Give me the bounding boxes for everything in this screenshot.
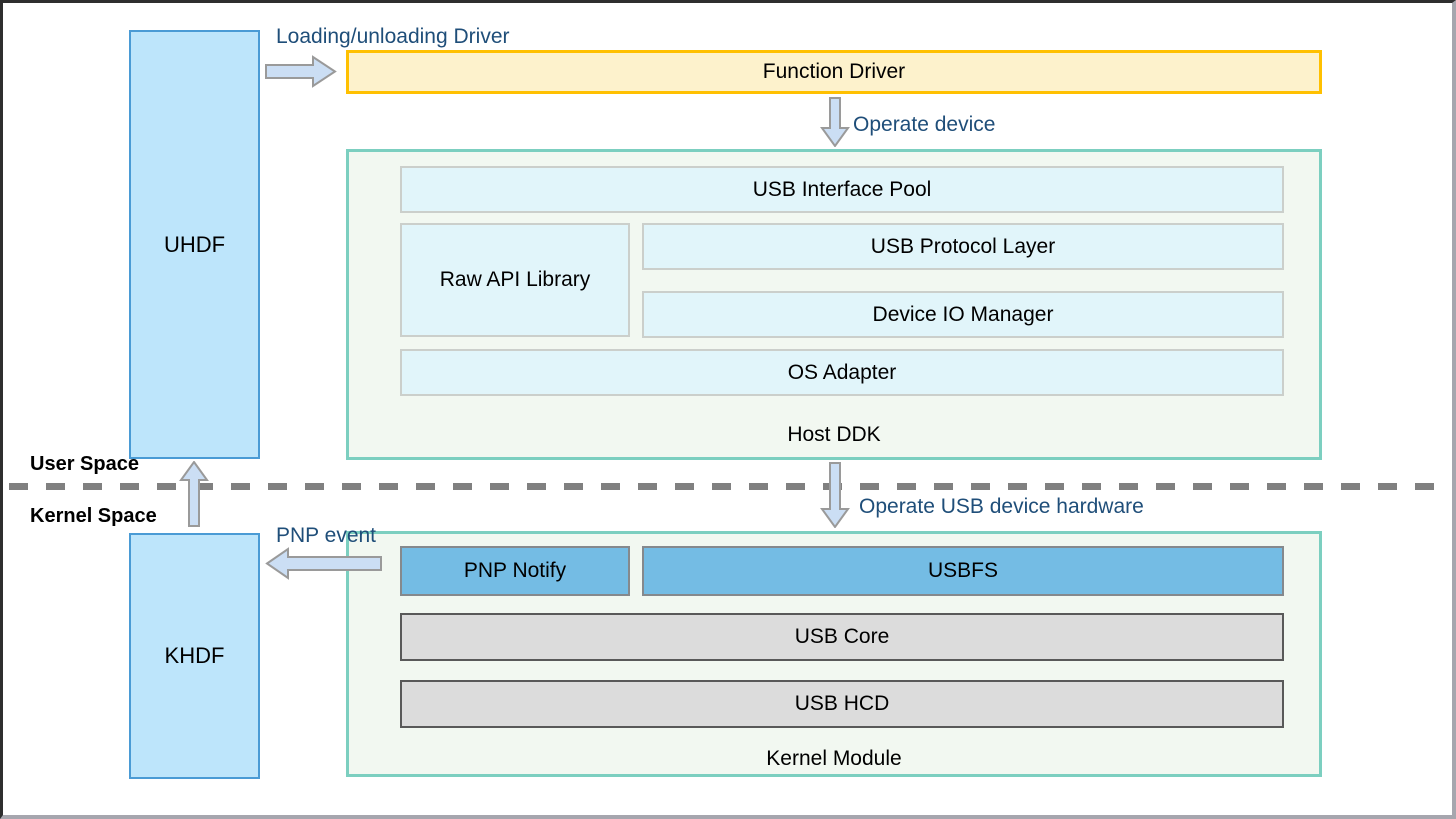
operate-usb-hardware-down-arrow	[820, 462, 850, 528]
pnp-notify-box: PNP Notify	[400, 546, 630, 596]
khdf-to-uhdf-up-arrow	[179, 461, 209, 527]
khdf-label: KHDF	[164, 643, 225, 668]
os-adapter-label: OS Adapter	[787, 360, 897, 384]
function-driver-label: Function Driver	[762, 60, 906, 83]
usb-hcd-box: USB HCD	[400, 680, 1284, 728]
function-driver-box: Function Driver	[346, 50, 1322, 94]
operate-device-label: Operate device	[853, 113, 996, 136]
usb-protocol-layer-label: USB Protocol Layer	[870, 234, 1056, 258]
os-adapter-box: OS Adapter	[400, 349, 1284, 396]
loading-unloading-driver-label: Loading/unloading Driver	[276, 25, 510, 48]
pnp-event-label: PNP event	[276, 524, 377, 547]
uhdf-label: UHDF	[163, 231, 226, 257]
pnp-notify-label: PNP Notify	[463, 559, 567, 582]
usb-interface-pool-label: USB Interface Pool	[752, 177, 932, 201]
usb-core-box: USB Core	[400, 613, 1284, 661]
device-io-manager-box: Device IO Manager	[642, 291, 1284, 338]
usb-protocol-layer-box: USB Protocol Layer	[642, 223, 1284, 270]
usbfs-label: USBFS	[927, 559, 998, 582]
operate-device-down-arrow	[820, 97, 850, 147]
raw-api-library-box: Raw API Library	[400, 223, 630, 337]
host-ddk-title: Host DDK	[787, 423, 881, 446]
usb-hcd-label: USB HCD	[794, 692, 890, 715]
raw-api-library-label: Raw API Library	[439, 268, 591, 291]
uhdf-box: UHDF	[129, 30, 260, 459]
pnp-event-left-arrow	[265, 547, 382, 580]
usbfs-box: USBFS	[642, 546, 1284, 596]
kernel-space-label: Kernel Space	[30, 505, 157, 527]
usb-interface-pool-box: USB Interface Pool	[400, 166, 1284, 213]
khdf-box: KHDF	[129, 533, 260, 779]
user-kernel-space-divider	[9, 483, 1452, 490]
user-space-label: User Space	[30, 453, 139, 475]
loading-driver-right-arrow	[265, 55, 337, 88]
operate-usb-device-hardware-label: Operate USB device hardware	[859, 495, 1144, 518]
kernel-module-title: Kernel Module	[766, 747, 902, 770]
device-io-manager-label: Device IO Manager	[872, 302, 1054, 326]
usb-core-label: USB Core	[794, 625, 890, 648]
